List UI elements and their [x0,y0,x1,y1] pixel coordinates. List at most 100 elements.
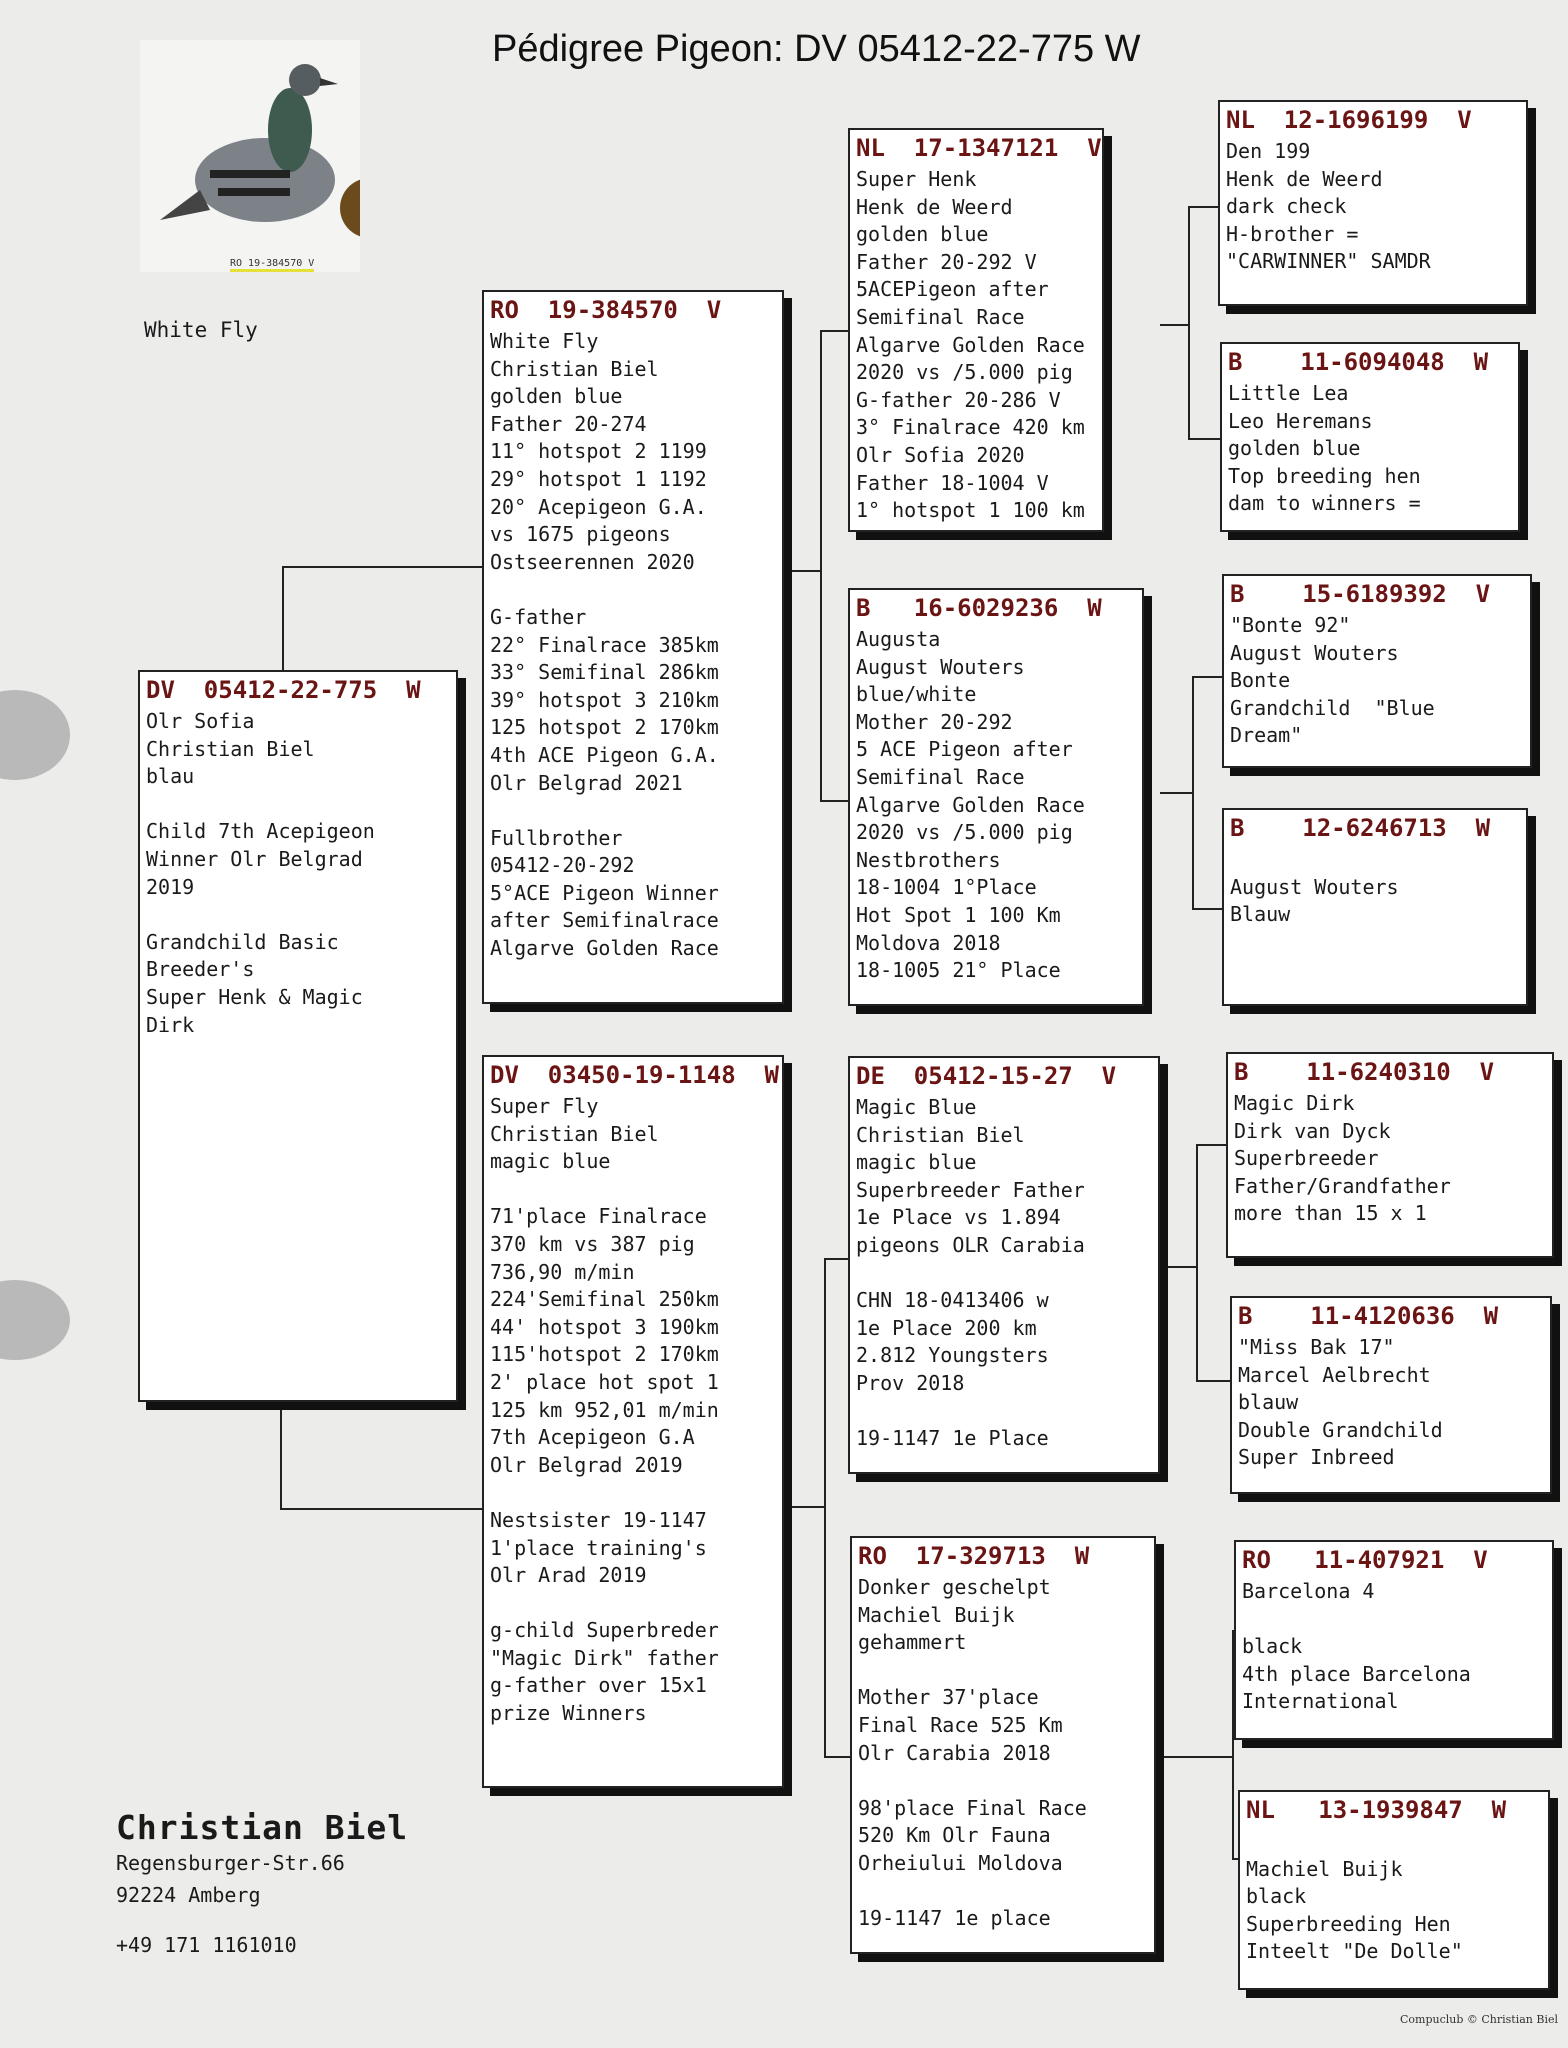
pedigree-line: after Semifinalrace [490,908,719,933]
connector-line [790,1506,826,1508]
pedigree-line: 19-1147 1e Place [856,1426,1049,1451]
connector-line [1232,1858,1242,1860]
pedigree-line: 18-1004 1°Place [856,875,1037,900]
pedigree-line: Nestsister 19-1147 [490,1507,707,1532]
connector-line [820,330,822,800]
pedigree-line: Dirk [146,1012,195,1037]
connector-line [824,1258,826,1758]
pedigree-line: 39° hotspot 3 210km [490,687,719,712]
pigeon-photo: RO 19-384570 V [140,40,360,272]
line-gap [146,791,450,819]
pedigree-line: Christian Biel [856,1122,1025,1147]
pedigree-line: dark check [1226,194,1347,219]
line-gap [146,901,450,929]
ring-number: NL 13-1939847 W [1246,1796,1507,1824]
pedigree-line: Dream" [1230,723,1303,748]
pedigree-line: Algarve Golden Race [856,792,1085,817]
pedigree-line: 44' hotspot 3 190km [490,1314,719,1339]
ring-number: RO 11-407921 V [1242,1546,1488,1574]
line-gap [1242,1606,1546,1634]
pedigree-line: "CARWINNER" SAMDR [1226,249,1431,274]
ring-number: DV 05412-22-775 W [146,676,421,704]
pedigree-line: "Magic Dirk" father [490,1645,719,1670]
pedigree-line: Moldova 2018 [856,930,1001,955]
ring-number: RO 19-384570 V [490,296,722,324]
pedigree-line: Grandchild Basic [146,929,339,954]
pedigree-line: 1'place training's [490,1535,707,1560]
pedigree-line: 736,90 m/min [490,1259,635,1284]
pedigree-line: 2.812 Youngsters [856,1343,1049,1368]
pedigree-line: Little Lea [1228,381,1349,405]
connector-line [1160,324,1190,326]
line-gap [1230,846,1520,874]
pedigree-line: blauw [1238,1390,1299,1415]
connector-line [1164,1266,1198,1268]
pedigree-line: Christian Biel [146,736,315,761]
pedigree-line: 19-1147 1e place [858,1906,1051,1931]
connector-line [280,1508,482,1510]
connector-line [282,566,482,568]
pedigree-line: 5 ACE Pigeon after [856,737,1073,762]
pedigree-line: 125 km 952,01 m/min [490,1397,719,1422]
pedigree-line: Superbreeder [1234,1146,1379,1171]
connector-line [1192,908,1222,910]
pedigree-line: 224'Semifinal 250km [490,1287,719,1312]
pedigree-line: Semifinal Race [856,764,1025,789]
pedigree-line: Final Race 525 Km [858,1712,1063,1737]
line-gap [1246,1828,1542,1856]
ring-number: B 11-4120636 W [1238,1302,1499,1330]
connector-line [790,570,822,572]
ring-number: DE 05412-15-27 V [856,1062,1117,1090]
connector-line [824,1258,854,1260]
pedigree-line: Den 199 [1226,139,1311,163]
owner-street: Regensburger-Str.66 [116,1851,345,1875]
owner-name: Christian Biel [116,1808,409,1847]
line-gap [490,797,776,825]
connector-line [1232,1630,1234,1860]
line-gap [858,1657,1148,1685]
pedigree-line: Dirk van Dyck [1234,1118,1391,1143]
pedigree-line: gehammert [858,1630,967,1655]
pedigree-line: 5°ACE Pigeon Winner [490,880,719,905]
owner-phone: +49 171 1161010 [116,1933,297,1957]
pedigree-line: more than 15 x 1 [1234,1201,1427,1226]
line-gap [490,1176,776,1204]
ring-number: B 12-6246713 W [1230,814,1491,842]
line-gap [490,576,776,604]
pedigree-line: Double Grandchild [1238,1417,1443,1442]
pedigree-line: Bonte [1230,668,1291,693]
card-mfm: B 11-4120636 W"Miss Bak 17"Marcel Aelbre… [1230,1296,1552,1494]
ring-number: B 16-6029236 W [856,594,1102,622]
pedigree-line: g-child Superbreder [490,1618,719,1643]
pedigree-line: 18-1005 21° Place [856,958,1061,983]
pedigree-line: Super Henk & Magic [146,984,363,1009]
pedigree-line: golden blue [856,222,989,247]
pedigree-line: August Wouters [1230,640,1399,665]
pedigree-line: 1e Place vs 1.894 [856,1205,1061,1230]
connector-line [824,1756,854,1758]
pedigree-line: Machiel Buijk [1246,1856,1403,1881]
pedigree-line: "Miss Bak 17" [1238,1335,1395,1359]
pedigree-line: Mother 20-292 [856,709,1013,734]
pedigree-line: magic blue [490,1149,611,1174]
pedigree-line: Top breeding hen [1228,463,1421,488]
pedigree-line: Magic Dirk [1234,1091,1355,1115]
pigeon-icon [160,64,360,237]
ring-number: NL 17-1347121 V [856,134,1102,162]
pedigree-line: 71'place Finalrace [490,1204,707,1229]
line-gap [858,1878,1148,1906]
pedigree-line: Henk de Weerd [1226,166,1383,191]
pedigree-line: 22° Finalrace 385km [490,632,719,657]
footer-credit: Compuclub © Christian Biel [1399,2013,1558,2026]
pedigree-line: Algarve Golden Race [856,332,1085,357]
pedigree-line: Superbreeding Hen [1246,1911,1451,1936]
pedigree-line: 125 hotspot 2 170km [490,715,719,740]
